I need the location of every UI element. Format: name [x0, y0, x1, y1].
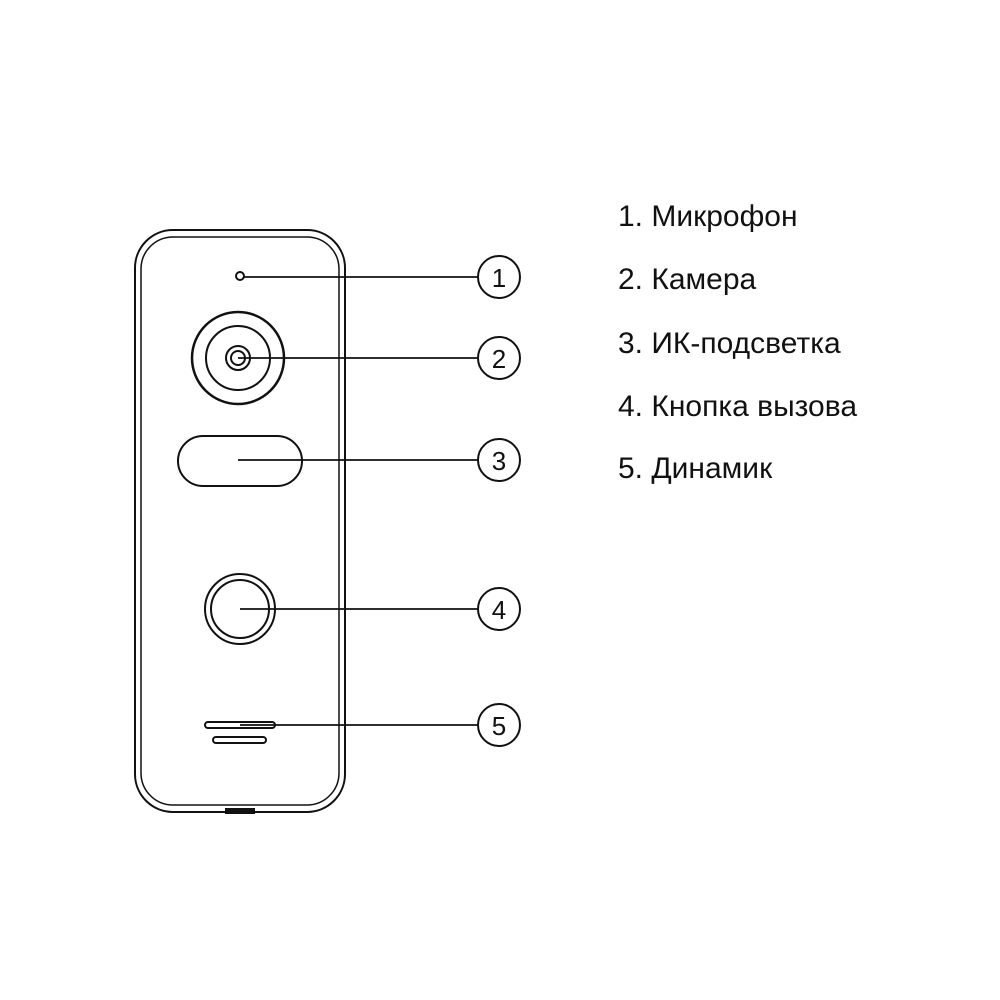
- ir-illumination: [177, 435, 303, 487]
- callout-number-2: 2: [492, 344, 506, 374]
- callout-number-4: 4: [492, 595, 506, 625]
- leader-lines: [238, 276, 478, 726]
- callout-number-1: 1: [492, 263, 506, 293]
- callout-circle-1: [477, 255, 521, 299]
- callout-number-3: 3: [492, 446, 506, 476]
- legend-item-ir-illumination: 3. ИК-подсветка: [618, 327, 841, 360]
- callout-number-5: 5: [492, 711, 506, 741]
- callout-circle-4: [477, 587, 521, 631]
- legend-item-call-button: 4. Кнопка вызова: [618, 390, 857, 423]
- callout-circle-3: [477, 438, 521, 482]
- legend-item-microphone: 1. Микрофон: [618, 200, 798, 233]
- callout-circle-5: [477, 703, 521, 747]
- panel-body-inner: [140, 236, 340, 806]
- legend-item-camera: 2. Камера: [618, 263, 757, 296]
- bottom-notch: [225, 808, 255, 814]
- legend-item-speaker: 5. Динамик: [618, 452, 773, 485]
- microphone-hole: [235, 271, 245, 281]
- callout-circle-2: [477, 336, 521, 380]
